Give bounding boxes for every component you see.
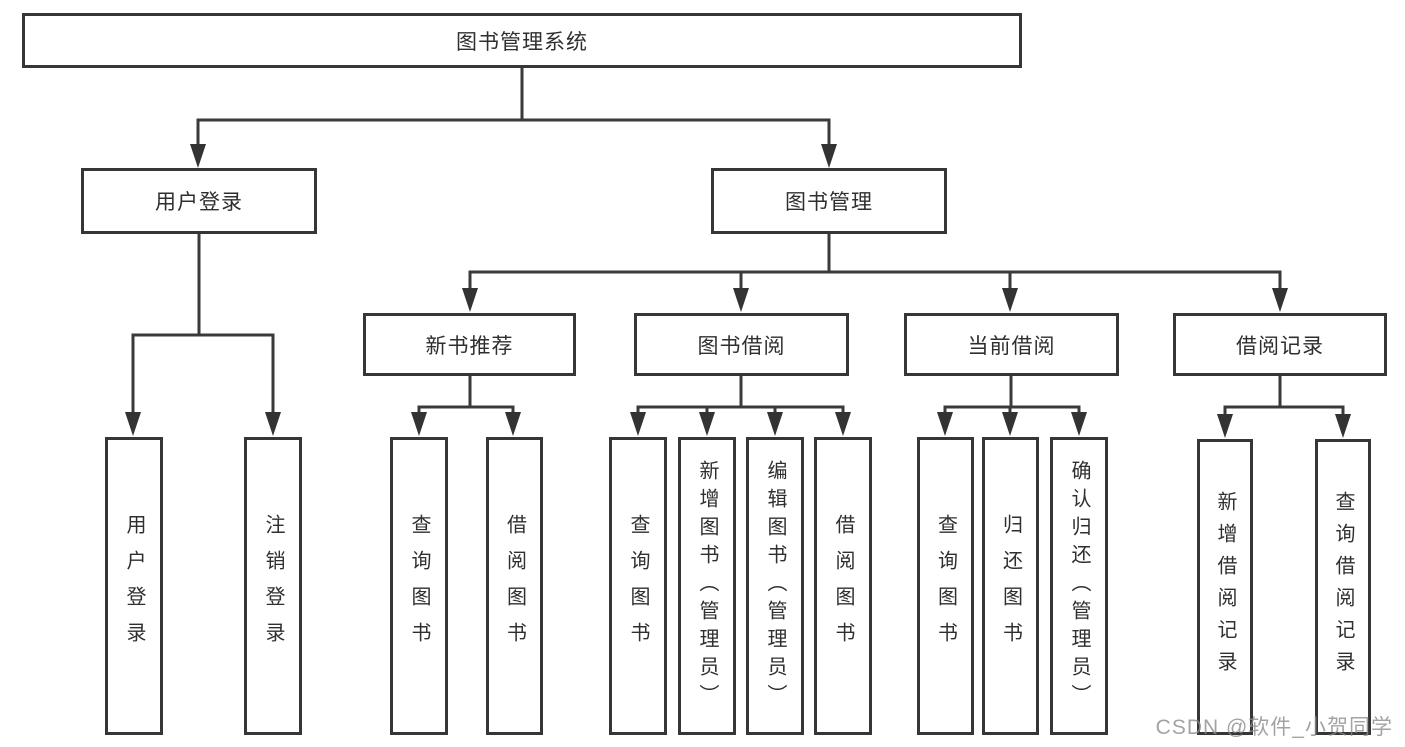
node-label: 图书管理 — [785, 191, 873, 214]
arrow-down-icon — [1071, 412, 1087, 436]
connector-user-login — [125, 234, 281, 436]
arrow-down-icon — [1272, 288, 1288, 312]
connector-root — [190, 68, 837, 168]
arrow-down-icon — [462, 288, 478, 312]
node-current-borrowing: 当前借阅 — [904, 313, 1119, 376]
leaf-label: 查询图书 — [627, 514, 649, 658]
arrow-down-icon — [505, 412, 521, 436]
arrow-down-icon — [1217, 414, 1233, 438]
leaf-label: 查询借阅记录 — [1332, 491, 1354, 683]
node-label: 图书借阅 — [697, 334, 786, 358]
arrow-down-icon — [190, 144, 206, 168]
arrow-down-icon — [125, 412, 141, 436]
node-label: 借阅记录 — [1236, 334, 1324, 358]
arrow-down-icon — [630, 412, 646, 436]
leaf-query-books-borrow: 查询图书 — [609, 437, 667, 735]
leaf-label: 用户登录 — [123, 514, 145, 658]
arrow-down-icon — [937, 412, 953, 436]
leaf-return-books: 归还图书 — [982, 437, 1039, 735]
leaf-borrow-books-recommend: 借阅图书 — [486, 437, 543, 735]
connector-book-borrowing — [630, 376, 851, 436]
node-new-book-recommendation: 新书推荐 — [363, 313, 576, 376]
arrow-down-icon — [1002, 412, 1018, 436]
leaf-label: 新增图书（管理员） — [696, 460, 718, 712]
leaf-label: 确认归还（管理员） — [1068, 460, 1090, 712]
node-label: 当前借阅 — [967, 334, 1056, 358]
leaf-add-borrow-record: 新增借阅记录 — [1197, 439, 1253, 735]
node-book-borrowing: 图书借阅 — [634, 313, 849, 376]
leaf-label: 借阅图书 — [503, 514, 526, 658]
node-label: 用户登录 — [155, 191, 243, 214]
leaf-query-borrow-record: 查询借阅记录 — [1315, 439, 1371, 735]
leaf-logout: 注销登录 — [244, 437, 302, 735]
arrow-down-icon — [767, 412, 783, 436]
leaf-label: 编辑图书（管理员） — [764, 460, 786, 712]
leaf-label: 注销登录 — [262, 514, 284, 658]
node-book-management: 图书管理 — [711, 168, 947, 234]
leaf-label: 借阅图书 — [832, 514, 854, 658]
arrow-down-icon — [835, 412, 851, 436]
connector-borrowing-records — [1217, 376, 1351, 438]
node-label: 图书管理系统 — [456, 30, 588, 54]
arrow-down-icon — [733, 288, 749, 312]
node-borrowing-records: 借阅记录 — [1173, 313, 1387, 376]
arrow-down-icon — [699, 412, 715, 436]
connector-current-borrowing — [937, 376, 1087, 436]
node-root: 图书管理系统 — [22, 13, 1022, 68]
connector-book-management — [462, 234, 1288, 312]
leaf-label: 查询图书 — [408, 514, 430, 658]
leaf-label: 新增借阅记录 — [1214, 491, 1236, 683]
arrow-down-icon — [1335, 414, 1351, 438]
leaf-borrow-books: 借阅图书 — [814, 437, 872, 735]
leaf-label: 归还图书 — [999, 514, 1022, 658]
arrow-down-icon — [1002, 288, 1018, 312]
connector-new-book-recommendation — [411, 376, 521, 436]
leaf-confirm-return-admin: 确认归还（管理员） — [1050, 437, 1108, 735]
arrow-down-icon — [821, 144, 837, 168]
node-user-login: 用户登录 — [81, 168, 317, 234]
arrow-down-icon — [265, 412, 281, 436]
leaf-label: 查询图书 — [934, 514, 957, 658]
leaf-query-books-current: 查询图书 — [917, 437, 974, 735]
leaf-user-login: 用户登录 — [105, 437, 163, 735]
node-label: 新书推荐 — [425, 334, 514, 358]
leaf-query-books-recommend: 查询图书 — [390, 437, 448, 735]
watermark: CSDN @软件_小贺同学 — [1155, 716, 1393, 739]
leaf-edit-books-admin: 编辑图书（管理员） — [746, 437, 804, 735]
arrow-down-icon — [411, 412, 427, 436]
leaf-add-books-admin: 新增图书（管理员） — [678, 437, 736, 735]
